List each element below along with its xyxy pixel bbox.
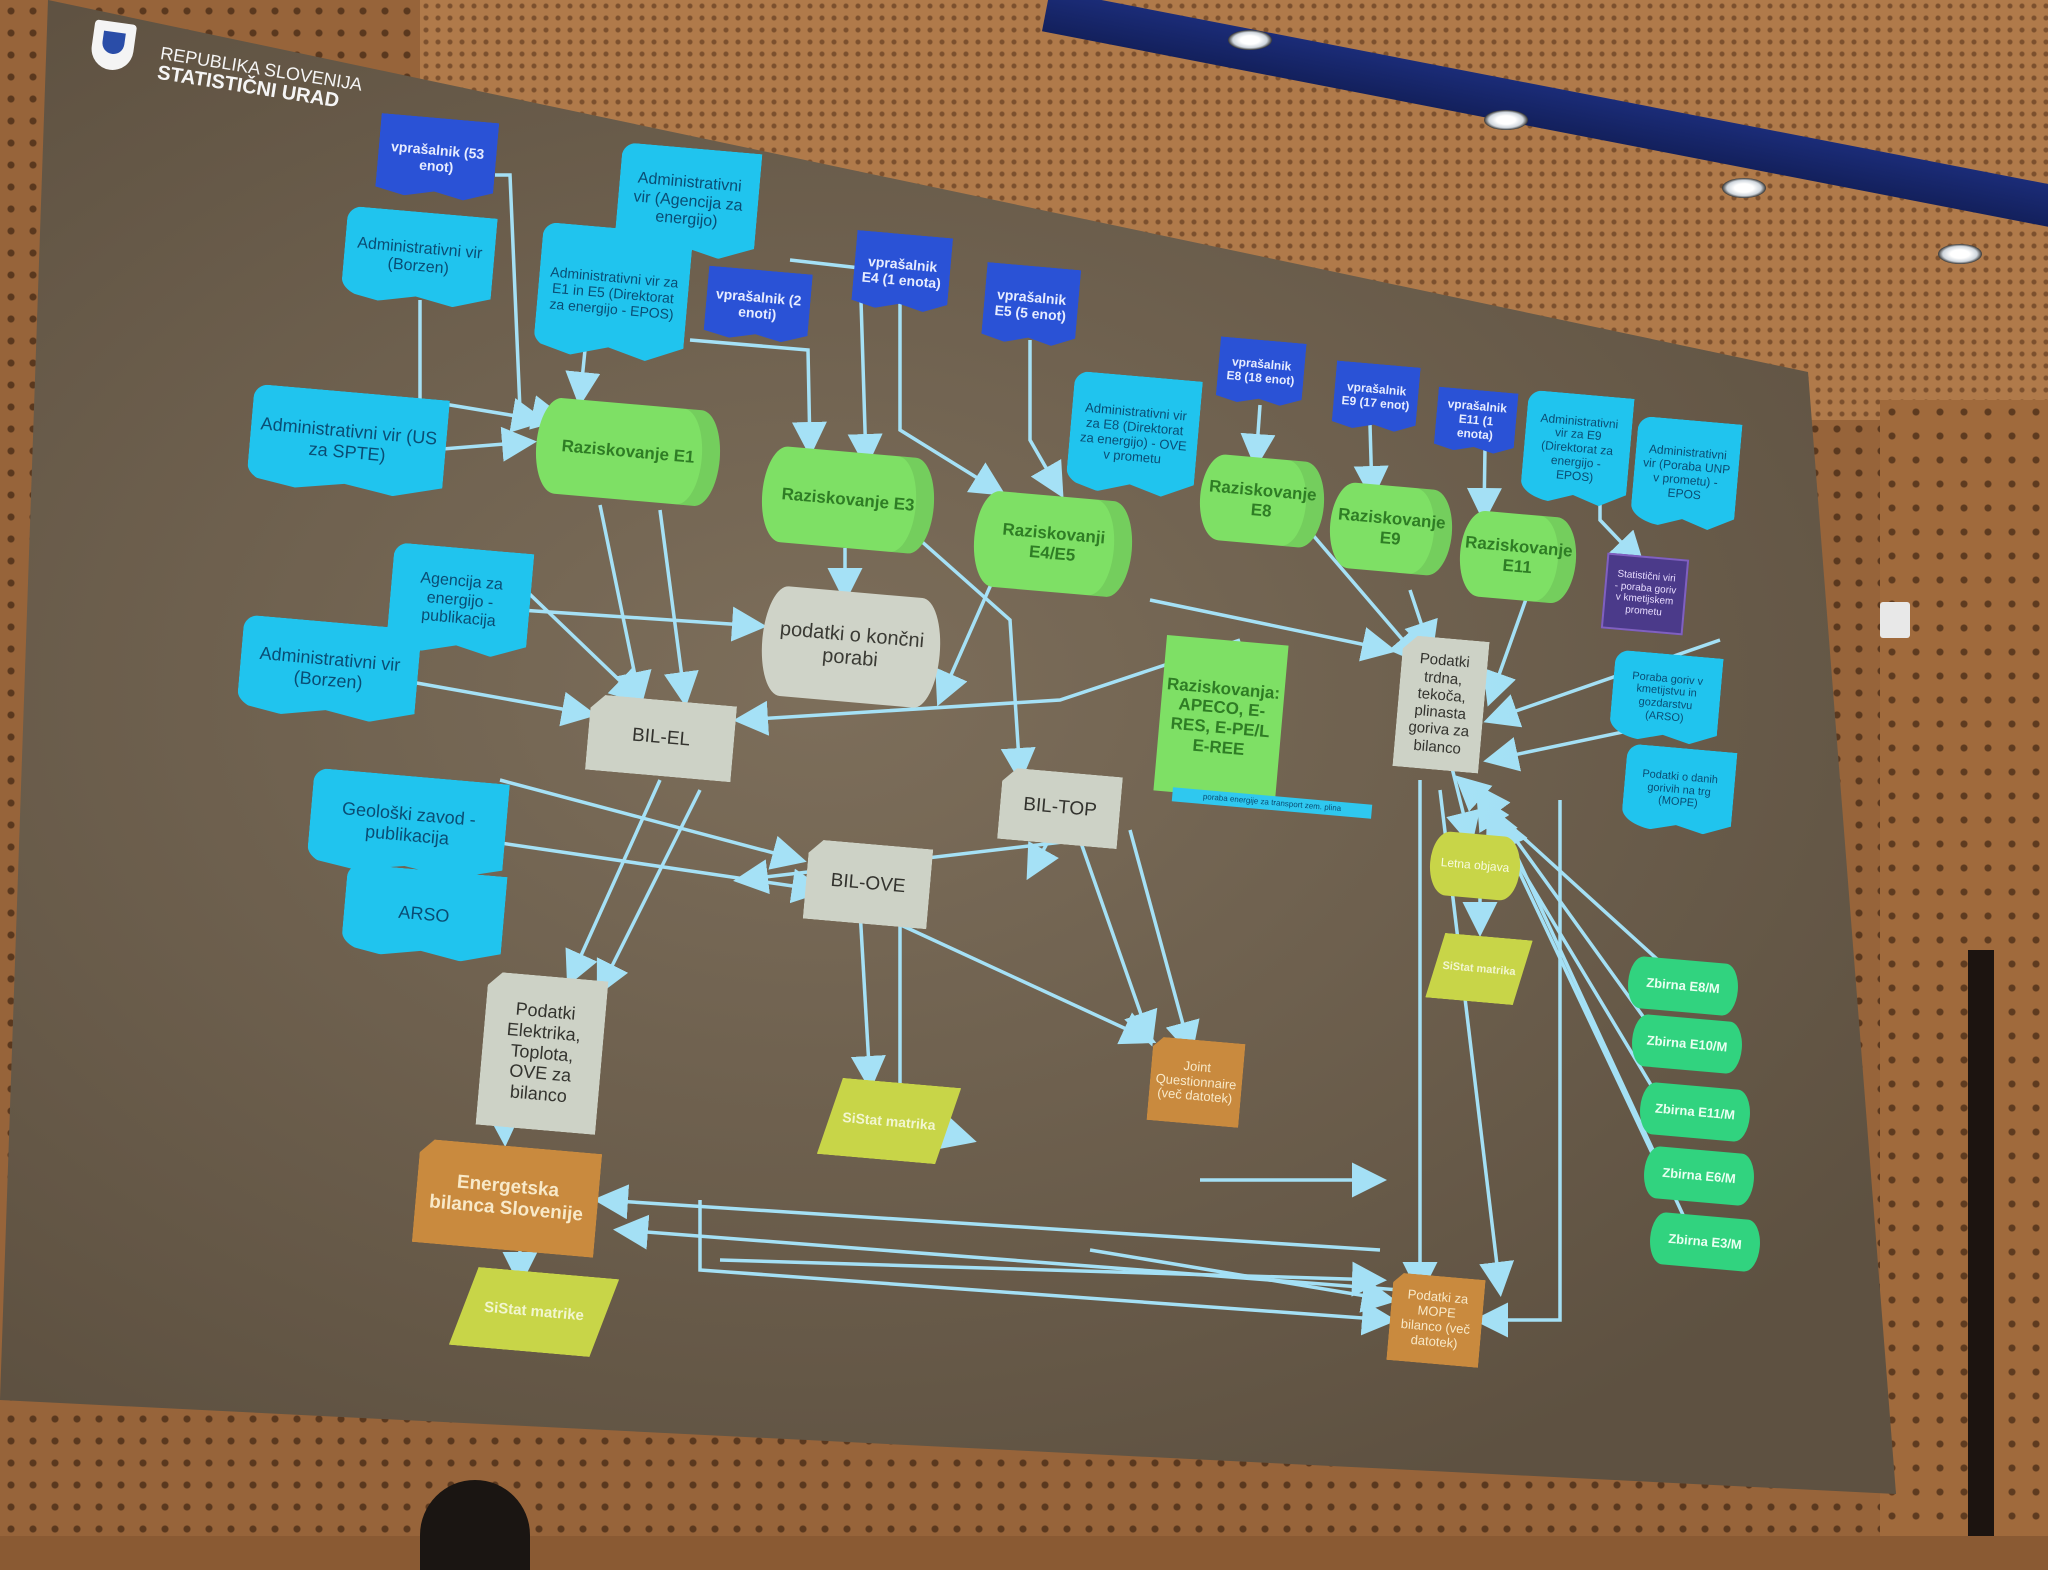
node-arso: ARSO (340, 863, 507, 965)
node-stat-viri: Statistični viri - poraba goriv v kmetij… (1600, 552, 1690, 636)
node-admin-e8: Administrativni vir za E8 (Direktorat za… (1065, 371, 1203, 500)
node-admin-unp: Administrativni vir (Poraba UNP v promet… (1629, 416, 1742, 533)
node-raz-e11: Raziskovanje E11 (1456, 509, 1580, 605)
node-zbirna-e11: Zbirna E11/M (1637, 1081, 1753, 1143)
node-zbirna-e3: Zbirna E3/M (1647, 1211, 1763, 1273)
flow-arrow (565, 779, 662, 987)
flow-arrow (1298, 518, 1425, 666)
flow-arrow (479, 838, 827, 904)
node-poraba-goriv-kmet: Poraba goriv v kmetijstvu in gozdarstvu … (1608, 649, 1723, 746)
flow-arrow (1240, 404, 1276, 469)
node-podatki-dani: Podatki o danih gorivih na trg (MOPE) (1621, 743, 1738, 836)
flow-arrow (850, 909, 886, 1091)
node-raz-e8: Raziskovanje E8 (1196, 452, 1328, 550)
node-bil-ove: BIL-OVE (803, 839, 934, 930)
flow-arrow (499, 778, 807, 870)
node-vprasalnik-e4: vprašalnik E4 (1 enota) (851, 230, 953, 314)
dark-pillar (1968, 950, 1994, 1536)
flow-arrow (719, 1258, 1387, 1297)
flow-arrow (519, 606, 767, 642)
ceiling-lamp (1938, 244, 1982, 264)
wall-panel (1880, 400, 2048, 1536)
flow-arrow (689, 338, 827, 457)
node-vprasalnik-e8: vprašalnik E8 (18 enot) (1215, 336, 1306, 407)
node-admin-e1-e5: Administrativni vir za E1 in E5 (Direkto… (533, 222, 694, 365)
node-vprasalnik-53: vprašalnik (53 enot) (375, 113, 500, 203)
flow-arrow (1473, 800, 1562, 1338)
node-raz-e9: Raziskovanje E9 (1326, 480, 1456, 578)
ceiling-lamp (1722, 178, 1766, 198)
flow-arrow (513, 578, 646, 705)
node-letna-objava: Letna objava (1427, 830, 1523, 902)
flow-arrow (429, 426, 537, 462)
node-raz-e4-e5: Raziskovanji E4/E5 (970, 489, 1136, 599)
flow-arrow (1483, 638, 1721, 728)
node-zbirna-e8: Zbirna E8/M (1625, 955, 1741, 1017)
flow-arrow (1353, 424, 1389, 501)
flow-arrow (1149, 598, 1397, 662)
flow-arrow (598, 504, 652, 707)
node-admin-e9-epos: Administrativni vir za E9 (Direktorat za… (1519, 390, 1634, 509)
node-podatki-elektrika: Podatki Elektrika, Toplota, OVE za bilan… (476, 971, 609, 1135)
node-vprasalnik-2: vprašalnik (2 enoti) (703, 266, 813, 345)
ceiling-lamp (1484, 110, 1528, 130)
node-energetska-bilanca: Energetska bilanca Slovenije (412, 1138, 602, 1257)
flow-arrow (596, 789, 702, 997)
node-sistat-bottom: SiStat matrike (449, 1265, 619, 1359)
node-vprasalnik-e9: vprašalnik E9 (17 enot) (1331, 360, 1420, 433)
node-vprasalnik-e5: vprašalnik E5 (5 enot) (981, 262, 1081, 348)
node-podatki-koncni: podatki o končni porabi (757, 584, 945, 710)
projected-slide: REPUBLIKA SLOVENIJA STATISTIČNI URAD vpr… (0, 0, 2048, 1536)
node-zbirna-e10: Zbirna E10/M (1629, 1013, 1745, 1075)
node-joint-questionnaire: Joint Questionnaire (več datotek) (1147, 1036, 1246, 1128)
node-admin-borzen-top: Administrativni vir (Borzen) (340, 206, 497, 311)
node-bil-el: BIL-EL (585, 694, 737, 782)
flow-arrow (889, 918, 1157, 1045)
ceiling-lamp (1228, 30, 1272, 50)
flow-arrow (565, 349, 601, 407)
node-podatki-trdna: Podatki trdna, tekoča, plinasta goriva z… (1392, 635, 1489, 774)
node-raz-e3: Raziskovanje E3 (758, 444, 938, 556)
flow-arrows (399, 173, 1721, 1338)
node-zbirna-e6: Zbirna E6/M (1641, 1145, 1757, 1207)
flow-arrow (698, 1200, 1397, 1336)
node-vprasalnik-e11: vprašalnik E11 (1 enota) (1433, 387, 1518, 456)
flow-arrow (1128, 829, 1200, 1057)
node-podatki-mope: Podatki za MOPE bilanco (več datotek) (1386, 1272, 1485, 1368)
node-bil-top: BIL-TOP (997, 767, 1123, 849)
flow-arrow (399, 678, 597, 727)
flow-arrow (1028, 340, 1064, 499)
flow-arrow (1466, 446, 1502, 523)
wall-sensor (1880, 602, 1910, 638)
node-raz-e1: Raziskovanje E1 (532, 396, 724, 508)
flow-arrow (1078, 839, 1158, 1047)
flow-arrow (593, 1184, 1381, 1252)
flow-arrow (898, 300, 1006, 496)
flow-arrow (658, 509, 699, 707)
node-admin-us-spte: Administrativni vir (US za SPTE) (246, 384, 450, 501)
node-raz-apeco: Raziskovanja: APECO, E-RES, E-PE/L E-REE (1153, 634, 1289, 802)
flow-arrow (918, 538, 1036, 783)
node-admin-borzen-mid: Administrativni vir (Borzen) (236, 614, 422, 725)
